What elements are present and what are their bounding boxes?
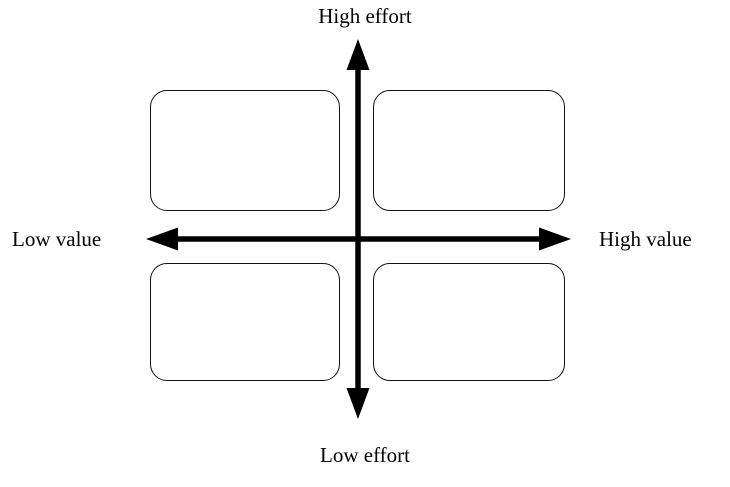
down-arrowhead [346, 388, 370, 419]
up-arrowhead [346, 39, 370, 70]
quadrant-high-effort-low-value[interactable] [150, 90, 340, 211]
axis-label-low-effort: Low effort [320, 443, 410, 467]
axis-label-high-value: High value [599, 227, 692, 251]
quadrant-high-effort-high-value[interactable] [373, 90, 565, 211]
quadrant-low-effort-low-value[interactable] [150, 263, 340, 381]
left-arrowhead [146, 227, 178, 251]
right-arrowhead [539, 227, 571, 251]
axis-label-low-value: Low value [12, 227, 102, 251]
quadrant-low-effort-high-value[interactable] [373, 263, 565, 381]
axis-label-high-effort: High effort [318, 4, 412, 28]
